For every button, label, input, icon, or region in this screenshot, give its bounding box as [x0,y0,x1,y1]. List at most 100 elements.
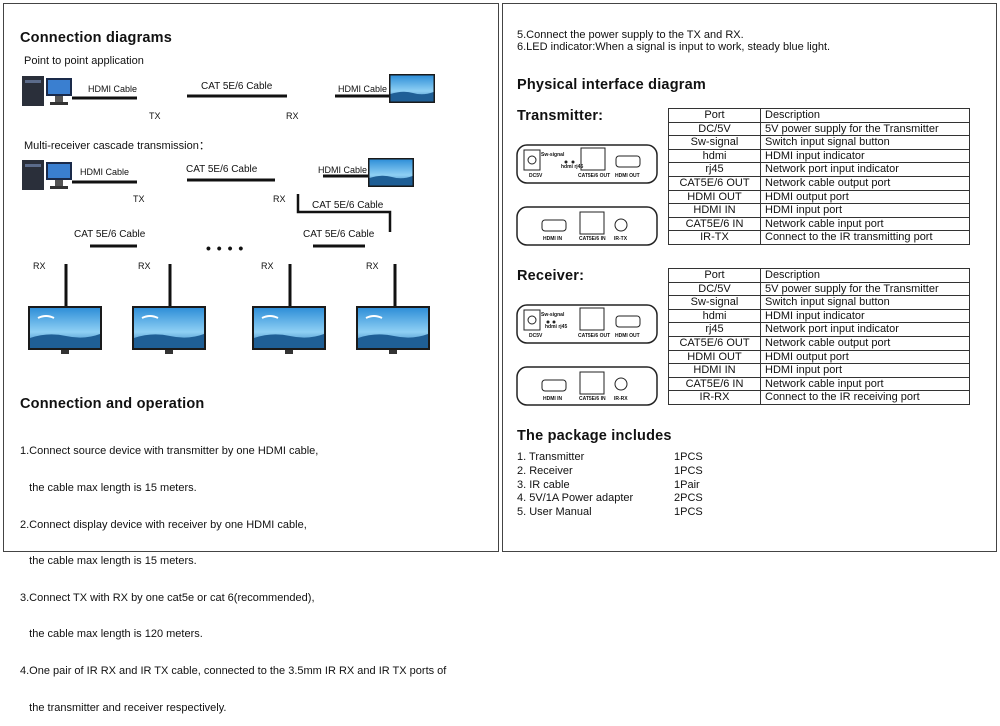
rx-front-panel [516,304,658,344]
table-cell: Network cable input port [760,376,970,392]
table-cell: Connect to the IR receiving port [760,390,970,405]
tx-front-panel [516,144,658,184]
p2p-hdmi-label-2: HDMI Cable [338,84,388,94]
table-cell: Switch input signal button [760,295,970,310]
tx-hdmi-out-label: HDMI OUT [615,173,640,179]
transmitter-label: Transmitter: [517,108,604,124]
tv-3-icon [251,305,327,355]
table-cell: Sw-signal [668,135,761,150]
rx-label-2: RX [138,261,151,271]
table-cell: HDMI output port [760,349,970,365]
rx-cat-out-label: CAT5E/6 OUT [578,333,611,339]
cascade-cable [296,194,392,232]
operation-steps: 1.Connect source device with transmitter… [20,421,446,726]
physical-interface-title: Physical interface diagram [517,77,706,93]
rx-cat-label-1: CAT 5E/6 Cable [74,229,146,240]
p2p-title: Point to point application [24,55,144,67]
p2p-hdmi-label-1: HDMI Cable [88,84,138,94]
op-line: the cable max length is 120 meters. [20,628,203,641]
package-item-name: 3. IR cable [517,478,570,491]
table-cell: CAT5E/6 OUT [668,335,761,351]
table-cell: HDMI input indicator [760,308,970,324]
op-line: 1.Connect source device with transmitter… [20,445,319,458]
multi-source-pc-icon [22,160,72,190]
table-cell: HDMI IN [668,203,761,218]
cascade-cat-label: CAT 5E/6 Cable [312,200,384,211]
table-cell: 5V power supply for the Transmitter [760,281,970,297]
receiver-label: Receiver: [517,268,585,284]
table-cell: CAT5E/6 IN [668,216,761,232]
table-cell: HDMI OUT [668,349,761,365]
table-cell: hdmi [668,148,761,164]
connection-diagram-art [22,74,658,406]
op-line: the cable max length is 15 meters. [20,482,197,495]
table-header-description: Description [760,108,970,123]
tx-led-label: hdmi rj45 [561,164,584,170]
table-header-port: Port [668,108,761,123]
op-line: 4.One pair of IR RX and IR TX cable, con… [20,665,447,678]
table-cell: CAT5E/6 IN [668,376,761,392]
more-receivers-dots: • • • • [206,240,245,256]
table-cell: Sw-signal [668,295,761,310]
package-item-qty: 1Pair [674,478,700,491]
package-item-name: 1. Transmitter [517,451,585,463]
tv-1-icon [27,305,103,355]
op-line: 3.Connect TX with RX by one cat5e or cat… [20,591,315,604]
multi-hdmi-label-2: HDMI Cable [318,165,368,175]
package-item-name: 2. Receiver [517,464,573,477]
table-cell: IR-RX [668,390,761,405]
table-cell: Switch input signal button [760,135,970,150]
left-panel [3,3,499,552]
table-cell: Network cable output port [760,335,970,351]
table-cell: CAT5E/6 OUT [668,175,761,191]
table-cell: IR-TX [668,230,761,245]
multi-cat-label: CAT 5E/6 Cable [186,164,258,175]
rx-hdmi-out-label: HDMI OUT [615,333,640,339]
table-cell: HDMI output port [760,189,970,205]
table-cell: Connect to the IR transmitting port [760,230,970,245]
table-cell: Network port input indicator [760,322,970,337]
table-cell: 5V power supply for the Transmitter [760,121,970,137]
rx-cat-in-label: CAT5E/6 IN [579,396,606,402]
table-cell: HDMI input port [760,363,970,378]
rx-led-label: hdmi rj45 [545,324,568,330]
list-item: 3. IR cable 1Pair [517,479,703,493]
rx-cat-label-2: CAT 5E/6 Cable [303,229,375,240]
tx-back-panel [516,206,658,246]
connection-operation-title: Connection and operation [20,396,205,412]
table-cell: HDMI IN [668,363,761,378]
rx-label-4: RX [366,261,379,271]
tv-2-icon [131,305,207,355]
rx-label-1: RX [33,261,46,271]
package-item-qty: 1PCS [674,464,703,477]
connection-diagrams-title: Connection diagrams [20,30,173,46]
package-item-name: 5. User Manual [517,506,592,519]
tx-cat-in-label: CAT5E/6 IN [579,236,606,242]
p2p-tx-label: TX [149,111,161,121]
rx-ir-rx-label: IR-RX [614,396,628,402]
tx-ir-tx-label: IR-TX [614,236,628,242]
package-title: The package includes [517,428,672,444]
table-cell: Network cable output port [760,175,970,191]
p2p-display-icon [389,74,435,103]
table-header-port: Port [668,268,761,283]
intro-line: 5.Connect the power supply to the TX and… [517,29,744,41]
table-cell: DC/5V [668,121,761,137]
p2p-cat-label: CAT 5E/6 Cable [201,81,273,92]
